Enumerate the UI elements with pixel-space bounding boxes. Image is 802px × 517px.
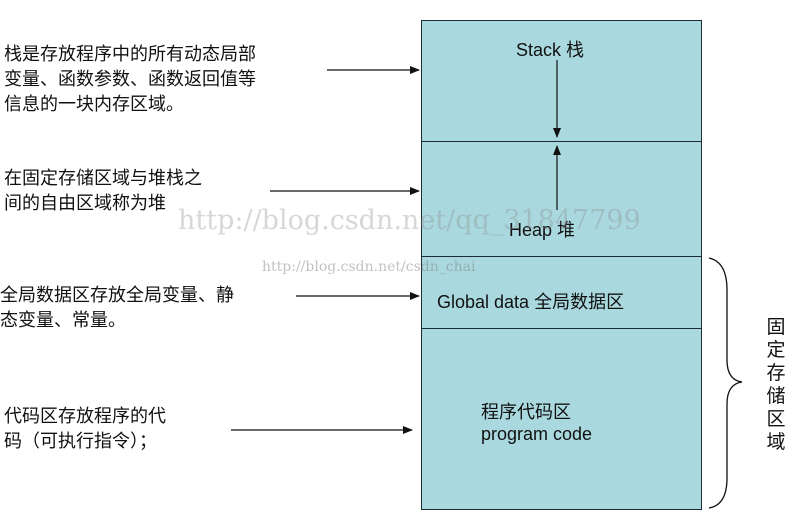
fixed-region-char: 固 xyxy=(766,316,786,338)
watermark-large: http://blog.csdn.net/qq_31847799 xyxy=(178,205,641,236)
stack-region xyxy=(421,20,702,142)
program-code-region xyxy=(421,328,702,510)
fixed-region-char: 储 xyxy=(766,385,786,407)
program-code-label-cn: 程序代码区 xyxy=(481,402,571,422)
fixed-region-char: 定 xyxy=(766,339,786,361)
heap-label: Heap 堆 xyxy=(509,220,576,240)
global-description-line: 态变量、常量。 xyxy=(0,310,126,331)
fixed-region-brace xyxy=(708,257,743,509)
heap-description-line: 间的自由区域称为堆 xyxy=(4,193,166,214)
global-data-region xyxy=(421,256,702,329)
stack-description: 栈是存放程序中的所有动态局部 变量、函数参数、函数返回值等 信息的一块内存区域。 xyxy=(4,42,256,117)
heap-description-line: 在固定存储区域与堆栈之 xyxy=(4,168,202,189)
global-description: 全局数据区存放全局变量、静 态变量、常量。 xyxy=(0,283,234,333)
fixed-region-char: 区 xyxy=(766,408,786,430)
fixed-storage-region-label: 固 定 存 储 区 域 xyxy=(764,316,788,454)
stack-description-line: 栈是存放程序中的所有动态局部 xyxy=(4,44,256,65)
watermark-small: http://blog.csdn.net/csdn_chai xyxy=(262,259,476,275)
fixed-region-char: 域 xyxy=(766,431,786,453)
global-description-line: 全局数据区存放全局变量、静 xyxy=(0,285,234,306)
code-description: 代码区存放程序的代 码（可执行指令）； xyxy=(4,404,166,454)
global-data-label: Global data 全局数据区 xyxy=(437,292,625,312)
code-description-line: 代码区存放程序的代 xyxy=(4,406,166,427)
heap-description: 在固定存储区域与堆栈之 间的自由区域称为堆 xyxy=(4,166,202,216)
heap-region xyxy=(421,141,702,257)
stack-label: Stack 栈 xyxy=(516,40,585,60)
stack-description-line: 信息的一块内存区域。 xyxy=(4,94,184,115)
fixed-region-char: 存 xyxy=(766,362,786,384)
stack-description-line: 变量、函数参数、函数返回值等 xyxy=(4,69,256,90)
program-code-label-en: program code xyxy=(481,424,593,444)
code-description-line: 码（可执行指令）； xyxy=(4,431,157,452)
